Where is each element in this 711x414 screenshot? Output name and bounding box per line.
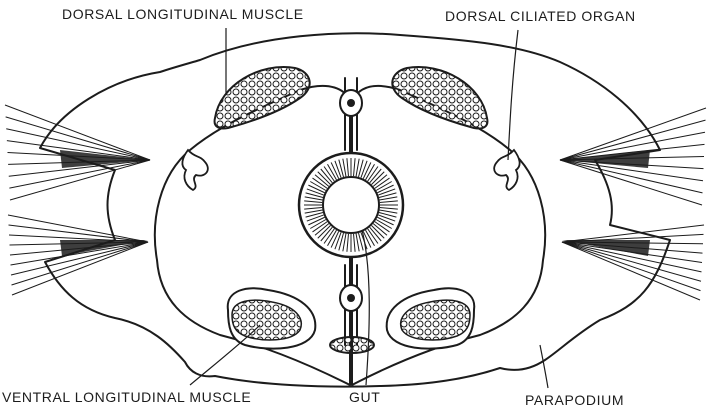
dorsal-ciliated-organ-right [494,150,519,190]
dorsal-blood-vessel [340,90,362,116]
chaeta-bristle [560,160,702,205]
chaeta-bristle [562,225,704,242]
dorsal-longitudinal-muscle-left [215,67,310,128]
label-dorsal-longitudinal-muscle: DORSAL LONGITUDINAL MUSCLE [62,6,304,22]
chaeta-bristle [8,215,148,242]
dorsal-longitudinal-muscle-right [392,67,487,128]
ventral-longitudinal-muscle-left [228,288,316,348]
ventral-blood-vessel [340,285,362,311]
leader-parapodium [540,345,548,388]
label-parapodium: PARAPODIUM [525,392,624,408]
chaeta-bundle-lower-left [60,240,148,256]
label-gut: GUT [349,389,380,405]
ventral-nerve-cord [330,337,374,353]
chaeta-bristle [5,105,150,160]
chaeta-bundle-upper-right [560,150,650,168]
label-dorsal-ciliated-organ: DORSAL CILIATED ORGAN [445,8,636,24]
ventral-longitudinal-muscle-right [387,288,475,348]
dorsal-ciliated-organ-left [182,150,207,190]
leader-ventral-longitudinal-muscle [190,325,260,385]
label-ventral-longitudinal-muscle: VENTRAL LONGITUDINAL MUSCLE [2,389,251,405]
gut [299,153,403,257]
chaeta-bristle [9,225,149,242]
